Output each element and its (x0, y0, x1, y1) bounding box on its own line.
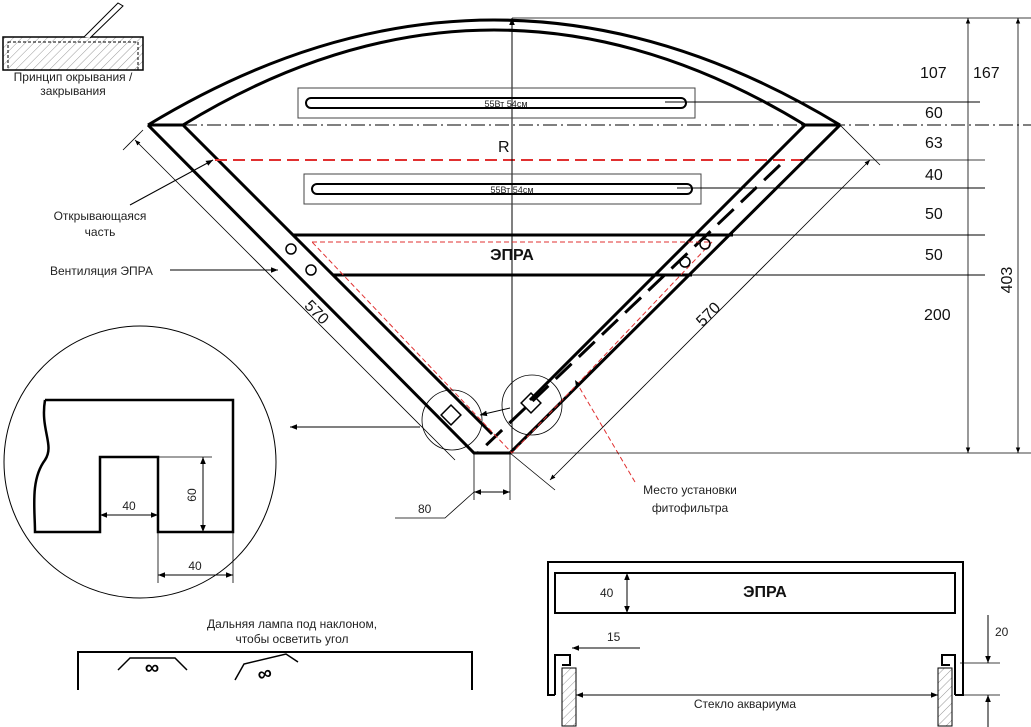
principle-label-2: закрывания (40, 84, 105, 98)
height-dimensions: 107 167 60 63 40 50 50 200 403 (920, 65, 1016, 324)
svg-text:∞: ∞ (255, 662, 274, 687)
right-570-dim: 570 (693, 299, 724, 330)
cross-section: ЭПРА 40 15 20 Стекло аквариума (547, 561, 1009, 727)
filter-label: Место установки (643, 483, 737, 497)
section-20: 20 (995, 625, 1009, 639)
section-15: 15 (607, 630, 621, 644)
detail-60: 60 (185, 488, 199, 502)
epra-block: ЭПРА (285, 233, 985, 454)
dim-107: 107 (920, 65, 947, 82)
detail-40a: 40 (122, 499, 136, 513)
dim-50b: 50 (925, 247, 943, 264)
dim-63: 63 (925, 135, 943, 152)
lamp-1-label: 55Вт 54см (484, 99, 527, 109)
section-epra-label: ЭПРА (743, 584, 787, 601)
radius-label: R (498, 139, 510, 156)
hinge-detail: 40 60 40 (3, 325, 277, 599)
ventilation-label: Вентиляция ЭПРА (50, 264, 153, 278)
far-lamp-sketch: Дальняя лампа под наклоном, чтобы освети… (77, 617, 473, 690)
svg-text:∞: ∞ (145, 657, 159, 679)
left-570-dim: 570 (301, 297, 332, 328)
lamp-1: 55Вт 54см (297, 87, 980, 119)
principle-sketch: Принцип окрывания / закрывания (2, 2, 144, 98)
far-lamp-label: Дальняя лампа под наклоном, (207, 617, 377, 631)
dim-200: 200 (924, 307, 951, 324)
dim-167: 167 (973, 65, 1000, 82)
detail-40b: 40 (188, 559, 202, 573)
dim-403: 403 (999, 267, 1016, 294)
filter-label-2: фитофильтра (652, 501, 729, 515)
glass-label: Стекло аквариума (694, 697, 797, 711)
width-80-dim: 80 (418, 502, 432, 516)
opening-part-label-2: часть (85, 225, 116, 239)
dim-50a: 50 (925, 206, 943, 223)
far-lamp-label-2: чтобы осветить угол (235, 632, 348, 646)
opening-part-label: Открывающаяся (54, 209, 147, 223)
dim-40: 40 (925, 167, 943, 184)
epra-label: ЭПРА (490, 247, 534, 264)
dim-60: 60 (925, 105, 943, 122)
lamp-2-label: 55Вт 54см (490, 185, 533, 195)
section-40: 40 (600, 586, 614, 600)
lamp-2: 55Вт 54см (303, 173, 985, 205)
principle-label: Принцип окрывания / (14, 70, 133, 84)
